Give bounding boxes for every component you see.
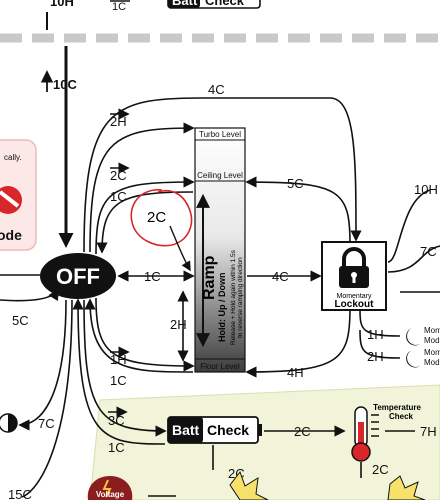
left-card-fragment-top: cally.	[4, 153, 22, 162]
floor-level-label: Floor Level	[200, 362, 240, 371]
voltage-label: Voltage	[96, 490, 125, 499]
check-text: Check	[207, 422, 249, 438]
moon1-text: Mom	[424, 326, 440, 335]
top-1c-label: 1C	[112, 1, 126, 13]
moon1-action: 1H	[367, 327, 384, 342]
off-node[interactable]: OFF	[40, 253, 116, 299]
edge-1c-lower-label: 1C	[110, 373, 127, 388]
moon-branch-2	[359, 329, 401, 359]
off-label: OFF	[56, 264, 100, 289]
temperature-line1: Temperature	[373, 403, 421, 412]
ramp-hint-line2: to reverse ramping direction	[237, 257, 244, 338]
edge-off-to-floor	[95, 297, 195, 372]
moon2-action: 2H	[367, 349, 384, 364]
left-7c-curve	[18, 299, 67, 431]
edge-temp-down-label: 2C	[372, 462, 389, 477]
edge-off-to-lockout-4c	[83, 97, 362, 253]
lockout-box[interactable]: Momentary Lockout	[321, 241, 387, 311]
batt-text: Batt	[172, 422, 200, 438]
edge-7c-right-label: 7C	[420, 244, 437, 259]
voltage-badge: Voltage	[87, 476, 133, 500]
batt-check-box[interactable]: Batt Check	[167, 416, 262, 444]
ramp-hint-line1: Release + Hold again within 1.5s	[230, 249, 237, 345]
edge-2h-top-label: 2H	[110, 114, 127, 129]
edge-right-10h	[387, 189, 431, 263]
edge-1c-mid-label: 1C	[144, 269, 161, 284]
left-7c-label: 7C	[38, 416, 55, 431]
green-panel	[89, 384, 440, 500]
edge-lockout-to-floor	[245, 307, 351, 378]
edge-2c-bottom-label: 2C	[294, 424, 311, 439]
ramp-title: Ramp	[201, 255, 218, 300]
handwritten-2c-text: 2C	[147, 209, 166, 226]
moon1-icon	[406, 328, 420, 346]
edge-3c-label: 3C	[108, 413, 125, 428]
edge-ceiling-to-off	[96, 191, 194, 254]
edge-1c-bottom-label: 1C	[108, 440, 125, 455]
turbo-level-label: Turbo Level	[199, 130, 241, 139]
temperature-line2: Check	[389, 412, 414, 421]
edge-lockout-to-ceiling	[245, 176, 351, 245]
burst-shape-left	[229, 470, 269, 500]
left-card-fragment-bottom: ode	[0, 227, 22, 243]
left-sun-icon	[0, 413, 18, 433]
lockout-line1: Momentary	[336, 293, 372, 300]
edge-10h-right-label: 10H	[414, 182, 438, 197]
left-15c-label: 15C	[8, 487, 32, 500]
top-batt-text: Batt	[172, 0, 198, 8]
left-15c-curve	[21, 299, 73, 498]
edge-right-7c	[387, 245, 440, 273]
moon2-text2: Mod	[424, 358, 440, 367]
edge-floor-to-off	[84, 298, 194, 373]
handwritten-annotation: 2C	[130, 189, 193, 272]
moon2-icon	[406, 350, 420, 368]
top-batt-check-box[interactable]: Batt Check	[167, 0, 261, 9]
thermometer-icon	[351, 406, 379, 462]
edge-5c-label: 5C	[287, 176, 304, 191]
ramp-box[interactable]: Turbo Level Ceiling Level Floor Level Ra…	[194, 127, 246, 373]
ceiling-level-label: Ceiling Level	[197, 171, 243, 180]
left-5c-label: 5C	[12, 313, 29, 328]
edge-off-to-turbo	[89, 122, 195, 253]
left-5c-curve	[0, 288, 59, 302]
burst-shape-right	[387, 475, 426, 500]
edge-1c-upper-label: 1C	[110, 189, 127, 204]
edge-4c-mid-label: 4C	[272, 269, 289, 284]
edge-7h-label: 7H	[420, 424, 437, 439]
edge-off-to-battcheck	[83, 299, 167, 437]
edge-battcheck-to-off	[72, 298, 166, 445]
top-10h-label: 10H	[50, 0, 74, 9]
top-strip: 10H 1C Batt Check	[50, 0, 261, 13]
ramp-subtitle: Hold: Up / Down	[217, 273, 227, 343]
edge-2c-label: 2C	[110, 168, 127, 183]
edge-4h-label: 4H	[287, 365, 304, 380]
edge-off-to-ceiling	[95, 176, 195, 255]
edge-2h-mid-label: 2H	[170, 317, 187, 332]
edge-4c-top-label: 4C	[208, 82, 225, 97]
moon-branch	[359, 309, 401, 337]
top-check-text: Check	[205, 0, 245, 8]
left-partial-card: cally. ode	[0, 139, 37, 251]
padlock-icon	[339, 247, 369, 288]
moon2-text: Mom	[424, 348, 440, 357]
moon1-text2: Mod	[424, 336, 440, 345]
lockout-line2: Lockout	[335, 299, 375, 310]
